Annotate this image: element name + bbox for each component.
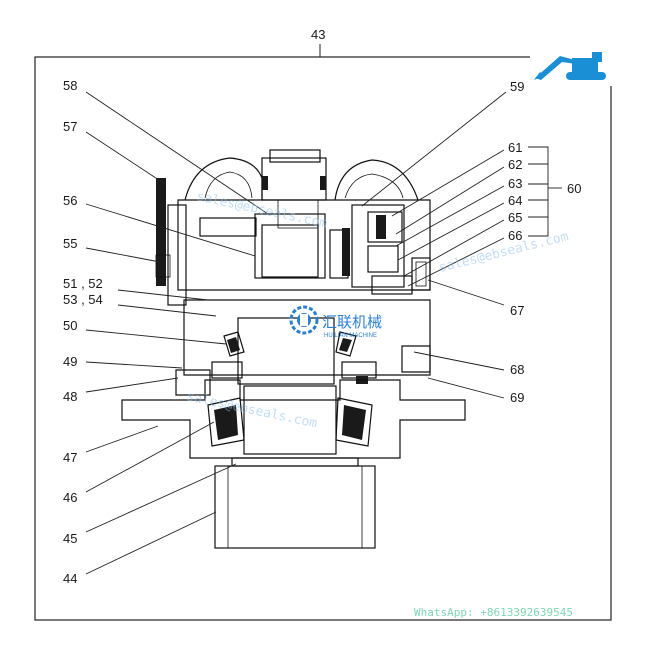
callout-64: 64 bbox=[508, 193, 522, 208]
leader-lines bbox=[85, 91, 562, 575]
callout-65: 65 bbox=[508, 210, 522, 225]
callout-69: 69 bbox=[510, 390, 524, 405]
callout-50: 50 bbox=[63, 318, 77, 333]
callout-62: 62 bbox=[508, 157, 522, 172]
diagram-frame bbox=[34, 56, 612, 621]
callout-63: 63 bbox=[508, 176, 522, 191]
callout-56: 56 bbox=[63, 193, 77, 208]
callout-57: 57 bbox=[63, 119, 77, 134]
logo-name-cn: 汇联机械 bbox=[322, 313, 382, 331]
watermark-email-2: sales@ebseals.com bbox=[437, 229, 570, 276]
callout-68: 68 bbox=[510, 362, 524, 377]
callout-67: 67 bbox=[510, 303, 524, 318]
logo-name-en: HUILIAN MACHINE bbox=[324, 333, 377, 339]
callout-53-54: 53 , 54 bbox=[63, 292, 103, 307]
callout-51-52: 51 , 52 bbox=[63, 276, 103, 291]
travel-motor-section bbox=[121, 149, 466, 549]
huilian-logo: 汇联机械 HUILIAN MACHINE bbox=[289, 305, 382, 339]
callout-44: 44 bbox=[63, 571, 77, 586]
callout-60: 60 bbox=[567, 181, 581, 196]
callout-66: 66 bbox=[508, 228, 522, 243]
callout-55: 55 bbox=[63, 236, 77, 251]
watermark-whatsapp: WhatsApp: +8613392639545 bbox=[414, 606, 573, 619]
assembly-number: 43 bbox=[311, 27, 325, 42]
callout-61: 61 bbox=[508, 140, 522, 155]
callout-47: 47 bbox=[63, 450, 77, 465]
watermark-email-3: sales@ebseals.com bbox=[185, 389, 318, 431]
excavator-logo bbox=[530, 42, 612, 86]
callout-49: 49 bbox=[63, 354, 77, 369]
callout-48: 48 bbox=[63, 389, 77, 404]
callout-46: 46 bbox=[63, 490, 77, 505]
callout-45: 45 bbox=[63, 531, 77, 546]
callout-58: 58 bbox=[63, 78, 77, 93]
callout-59: 59 bbox=[510, 79, 524, 94]
